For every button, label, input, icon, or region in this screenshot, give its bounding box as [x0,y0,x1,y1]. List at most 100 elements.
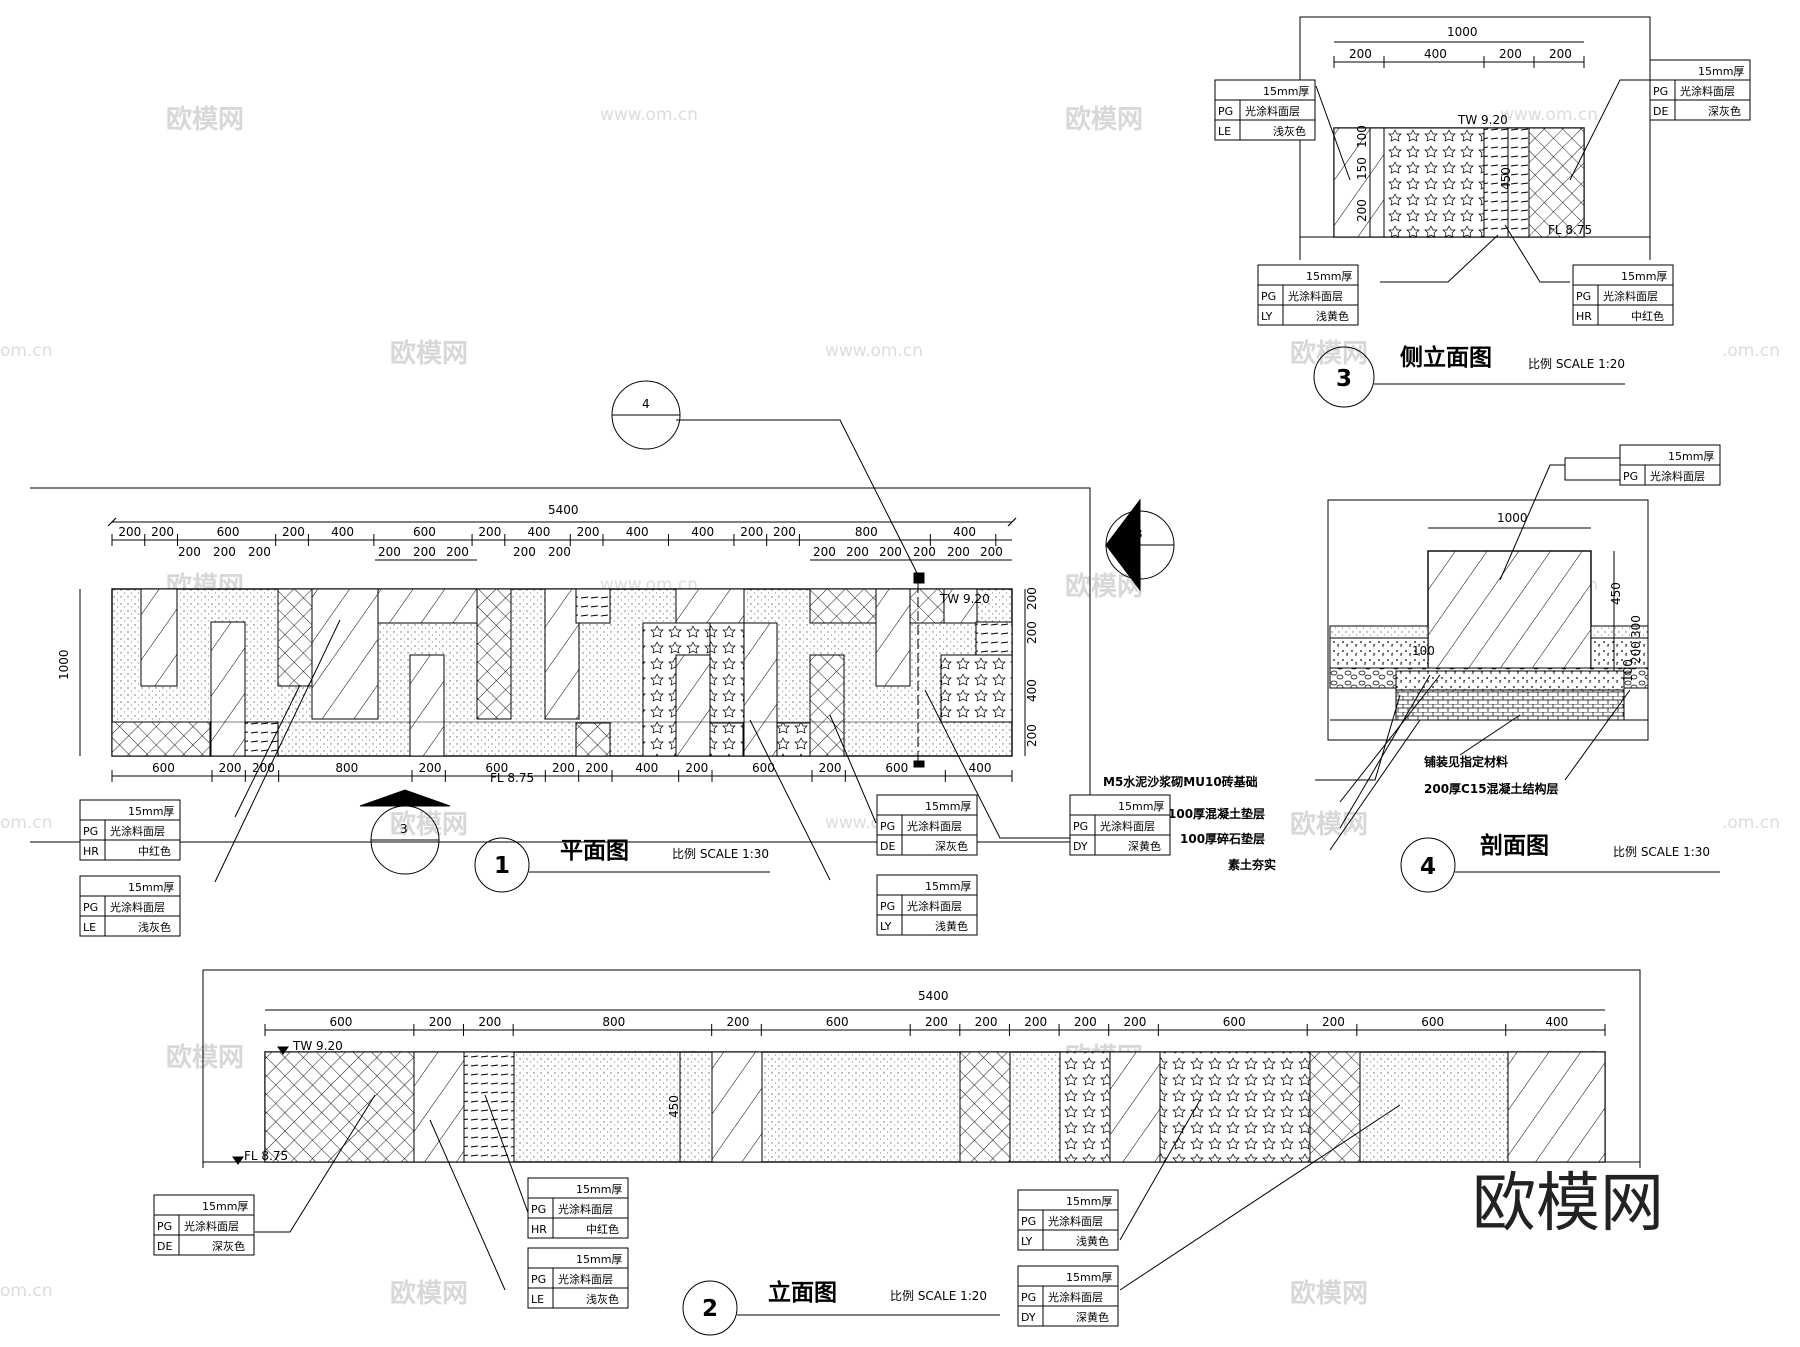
watermark: 欧模网 [390,338,468,369]
watermark-url: om.cn [0,813,53,833]
plan-title: 平面图 [560,838,629,864]
elev-height: 450 [667,1095,681,1118]
elev-tw: TW 9.20 [292,1039,343,1053]
tag-desc: 光涂料面层 [907,899,962,913]
dimension-label: 200 [740,525,763,539]
dimension-label: 400 [691,525,714,539]
dimension-label: 400 [331,525,354,539]
dimension-label: 200 [773,525,796,539]
tag-color-code: HR [531,1223,547,1236]
tag-color-code: LY [1021,1235,1033,1248]
plan-view [30,380,1175,893]
dimension-label: 200 [419,761,442,775]
dimension-label: 800 [855,525,878,539]
tag-color-code: DE [880,840,895,853]
dimension-label: 600 [217,525,240,539]
tag-desc: 光涂料面层 [558,1202,613,1216]
dimension-label: 200 [1322,1015,1345,1029]
dimension-label: 600 [485,761,508,775]
dimension-label: 800 [602,1015,625,1029]
dimension-label: 200 [1349,47,1372,61]
section-marker-4: 4 [642,397,650,411]
plan-number: 1 [494,853,510,879]
side-height: 450 [1499,167,1513,190]
dimension-label: 200 [151,525,174,539]
tag-color-code: LE [531,1293,544,1306]
tag-color-name: 深黄色 [1128,839,1161,853]
tag-color-name: 深灰色 [1708,104,1741,118]
tag-desc: 光涂料面层 [1603,289,1658,303]
dimension-label: 200 [118,525,141,539]
watermark: 欧模网 [1290,809,1368,840]
tag-code: PG [157,1220,172,1233]
side-title: 侧立面图 [1400,344,1492,371]
elev-scale: 比例 SCALE 1:20 [890,1289,987,1303]
tag-code: PG [1218,105,1233,118]
plan-height-dim: 1000 [57,649,71,680]
dimension-label: 400 [1424,47,1447,61]
dimension-label: 200 [178,545,201,559]
dimension-label: 600 [1421,1015,1444,1029]
tag-color-name: 深灰色 [212,1239,245,1253]
tag-thickness: 15mm厚 [925,800,971,813]
tag-thickness: 15mm厚 [1621,270,1667,283]
section-note: 100厚混凝土垫层 [1168,806,1265,821]
section-note: 素土夯实 [1228,857,1276,872]
watermark-url: www.om.cn [1500,105,1598,125]
section-width: 1000 [1497,511,1528,525]
tag-desc: 光涂料面层 [1048,1214,1103,1228]
dimension-label: 200 [975,1015,998,1029]
tag-desc: 光涂料面层 [1650,469,1705,483]
dimension-label: 600 [329,1015,352,1029]
tag-color-code: LE [1218,125,1231,138]
watermark-url: om.cn [0,1281,53,1301]
plan-tw: TW 9.20 [939,592,990,606]
dimension-label: 200 [1025,724,1039,747]
side-vdim: 100 [1355,125,1369,148]
tag-color-name: 浅灰色 [1273,124,1306,138]
watermark-url: om.cn [0,341,53,361]
section-note-right: 铺装见指定材料 [1424,754,1508,769]
tag-color-name: 浅灰色 [586,1292,619,1306]
tag-color-code: DE [1653,105,1668,118]
tag-color-name: 浅黄色 [1076,1234,1109,1248]
material-tag: 15mm厚 PG 光涂料面层 LE 浅灰色 [1214,79,1316,141]
tag-thickness: 15mm厚 [1066,1195,1112,1208]
elev-fl: FL 8.75 [244,1149,288,1163]
plan-scale: 比例 SCALE 1:30 [672,847,769,861]
tag-thickness: 15mm厚 [925,880,971,893]
watermark-url: .om.cn [1722,341,1780,361]
tag-code: PG [1623,470,1638,483]
section-marker-3: 3 [1135,527,1143,541]
tag-color-name: 浅黄色 [935,919,968,933]
dimension-label: 400 [953,525,976,539]
elev-title: 立面图 [768,1279,837,1306]
tag-thickness: 15mm厚 [1698,65,1744,78]
tag-desc: 光涂料面层 [1245,104,1300,118]
section-small-dim: 100 [1412,644,1435,658]
tag-thickness: 15mm厚 [1263,85,1309,98]
section-note-right: 200厚C15混凝土结构层 [1424,781,1559,796]
tag-color-code: LY [1261,310,1273,323]
section-number: 4 [1420,854,1436,880]
tag-desc: 光涂料面层 [1048,1290,1103,1304]
tag-color-code: DY [1073,840,1088,853]
watermark-url: .om.cn [1722,813,1780,833]
tag-color-code: HR [1576,310,1592,323]
tag-thickness: 15mm厚 [1118,800,1164,813]
tag-color-code: LY [880,920,892,933]
tag-color-name: 浅灰色 [138,920,171,934]
tag-desc: 光涂料面层 [184,1219,239,1233]
dimension-label: 200 [726,1015,749,1029]
